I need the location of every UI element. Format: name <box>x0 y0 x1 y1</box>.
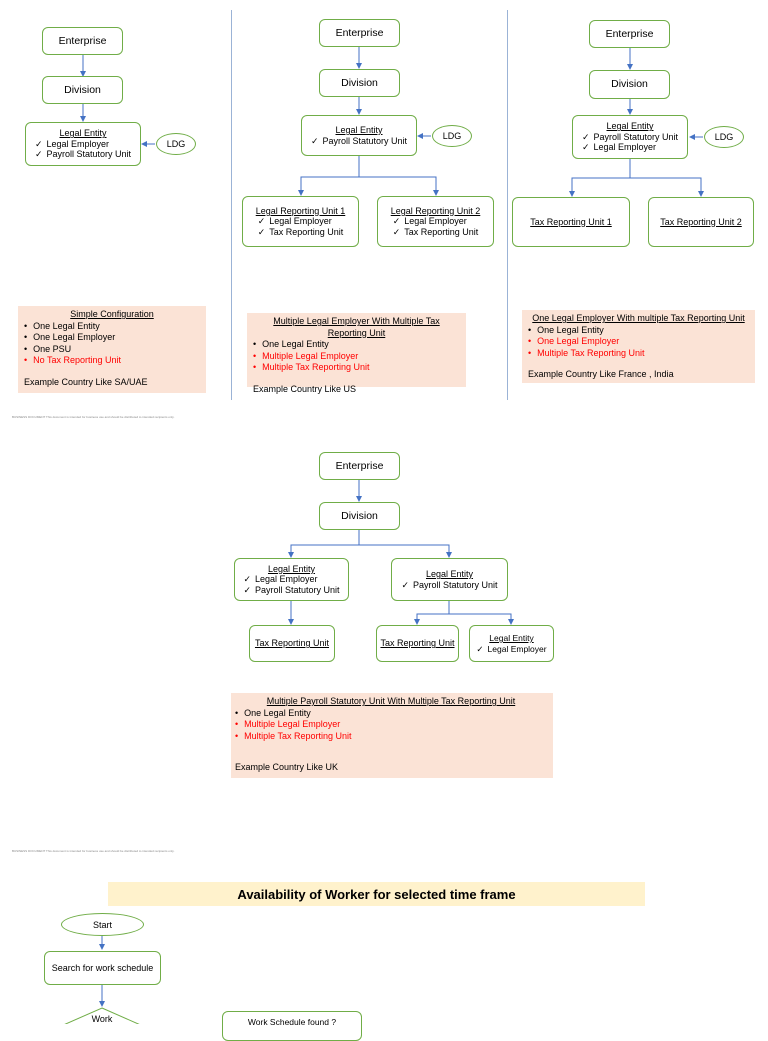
d2-notes: Multiple Legal Employer With Multiple Ta… <box>247 313 466 394</box>
d1-legal-employer: Legal Employer <box>35 139 131 150</box>
d4-division-label: Division <box>341 509 378 522</box>
d4-tru-1-label: Tax Reporting Unit <box>254 638 330 648</box>
d1-legal-entity-title: Legal Entity <box>59 128 107 139</box>
d2-legal-entity-title: Legal Entity <box>335 125 383 135</box>
d2-enterprise-label: Enterprise <box>335 26 384 39</box>
d1-example: Example Country Like SA/UAE <box>24 376 148 387</box>
d4-legal-entity-1-box: Legal Entity Legal Employer Payroll Stat… <box>234 558 349 601</box>
flowchart-decision-label: Work <box>91 1014 113 1024</box>
d1-ldg-label: LDG <box>166 139 186 149</box>
d2-lru2-title: Legal Reporting Unit 2 <box>390 205 481 216</box>
d1-note-item: One Legal Entity <box>24 321 200 333</box>
d2-ldg-label: LDG <box>442 131 462 141</box>
d1-notes-title: Simple Configuration <box>70 309 154 319</box>
d4-enterprise-label: Enterprise <box>335 459 384 472</box>
d4-notes: Multiple Payroll Statutory Unit With Mul… <box>231 693 553 778</box>
d2-lru1-box: Legal Reporting Unit 1 Legal Employer Ta… <box>242 196 359 247</box>
d4-le2-title: Legal Entity <box>425 569 474 579</box>
d4-legal-entity-3-box: Legal Entity Legal Employer <box>469 625 554 662</box>
d2-division-box: Division <box>319 69 400 97</box>
d4-le3-legal-employer: Legal Employer <box>476 644 547 655</box>
d3-legal-entity-box: Legal Entity Payroll Statutory Unit Lega… <box>572 115 688 159</box>
d3-tru1-label: Tax Reporting Unit 1 <box>530 216 612 227</box>
flowchart-title: Availability of Worker for selected time… <box>237 886 516 902</box>
d4-legal-entity-2-box: Legal Entity Payroll Statutory Unit <box>391 558 508 601</box>
d3-notes: One Legal Employer With multiple Tax Rep… <box>522 310 755 383</box>
d3-legal-entity-title: Legal Entity <box>606 121 654 132</box>
d2-notes-title: Multiple Legal Employer With Multiple Ta… <box>273 316 440 338</box>
flowchart-question-label: Work Schedule found ? <box>247 1017 337 1027</box>
d3-enterprise-box: Enterprise <box>589 20 670 48</box>
d3-payroll-statutory-unit: Payroll Statutory Unit <box>582 132 679 143</box>
d2-note-item-red: Multiple Tax Reporting Unit <box>253 362 460 374</box>
d4-division-box: Division <box>319 502 400 530</box>
flowchart-start-label: Start <box>92 919 112 930</box>
d3-ldg-ellipse: LDG <box>704 126 744 148</box>
d4-enterprise-box: Enterprise <box>319 452 400 480</box>
d3-tru2-box: Tax Reporting Unit 2 <box>648 197 754 247</box>
d2-enterprise-box: Enterprise <box>319 19 400 47</box>
d1-legal-entity-box: Legal Entity Legal Employer Payroll Stat… <box>25 122 141 166</box>
flowchart-search-box: Search for work schedule <box>44 951 161 985</box>
d1-division-label: Division <box>64 83 101 96</box>
separator-1 <box>231 10 232 400</box>
d4-example: Example Country Like UK <box>235 762 339 772</box>
d3-tru1-box: Tax Reporting Unit 1 <box>512 197 630 247</box>
d1-enterprise-box: Enterprise <box>42 27 123 55</box>
d4-note-item-red: Multiple Tax Reporting Unit <box>235 731 547 743</box>
flowchart-question-box: Work Schedule found ? <box>222 1011 362 1041</box>
d2-legal-entity-box: Legal Entity Payroll Statutory Unit <box>301 115 417 156</box>
d1-notes: Simple Configuration One Legal Entity On… <box>18 306 206 393</box>
separator-2 <box>507 10 508 400</box>
d3-division-label: Division <box>611 78 648 90</box>
d2-lru1-title: Legal Reporting Unit 1 <box>255 205 346 216</box>
d1-payroll-statutory-unit: Payroll Statutory Unit <box>35 149 132 160</box>
d1-ldg-ellipse: LDG <box>156 133 196 155</box>
d2-note-item: One Legal Entity <box>253 339 460 351</box>
d3-note-item-red: Multiple Tax Reporting Unit <box>528 348 749 360</box>
d2-lru1-legal-employer: Legal Employer <box>258 216 344 227</box>
d1-division-box: Division <box>42 76 123 104</box>
d2-lru2-box: Legal Reporting Unit 2 Legal Employer Ta… <box>377 196 494 247</box>
d2-payroll-statutory-unit: Payroll Statutory Unit <box>311 136 408 147</box>
d2-example: Example Country Like US <box>253 383 357 394</box>
d3-example: Example Country Like France , India <box>528 369 674 379</box>
d4-tru-2-label: Tax Reporting Unit <box>380 638 455 648</box>
d4-note-item: One Legal Entity <box>235 708 547 720</box>
flowchart-search-label: Search for work schedule <box>51 962 154 973</box>
d4-le1-payroll-statutory-unit: Payroll Statutory Unit <box>243 585 340 596</box>
d2-note-item-red: Multiple Legal Employer <box>253 351 460 363</box>
d3-enterprise-label: Enterprise <box>605 27 654 40</box>
d4-note-item-red: Multiple Legal Employer <box>235 719 547 731</box>
d4-tru-2-box: Tax Reporting Unit <box>376 625 459 662</box>
d3-note-item-red: One Legal Employer <box>528 336 749 348</box>
d1-enterprise-label: Enterprise <box>58 34 107 47</box>
d4-tru-1-box: Tax Reporting Unit <box>249 625 335 662</box>
flowchart-title-banner: Availability of Worker for selected time… <box>108 882 645 906</box>
d4-le3-title: Legal Entity <box>489 633 534 643</box>
d1-note-item: One Legal Employer <box>24 332 200 344</box>
d3-tru2-label: Tax Reporting Unit 2 <box>660 216 742 227</box>
d1-note-item: One PSU <box>24 344 200 356</box>
d1-note-item-red: No Tax Reporting Unit <box>24 355 200 367</box>
d3-ldg-label: LDG <box>714 132 734 142</box>
footer-text-2: BUSINESS DOCUMENT This document is inten… <box>12 849 175 853</box>
d4-le1-legal-employer: Legal Employer <box>243 574 339 585</box>
d2-lru2-tax-reporting-unit: Tax Reporting Unit <box>393 227 478 238</box>
d3-notes-title: One Legal Employer With multiple Tax Rep… <box>532 313 745 323</box>
d2-division-label: Division <box>341 76 378 89</box>
d3-note-item: One Legal Entity <box>528 325 749 337</box>
footer-text-1: BUSINESS DOCUMENT This document is inten… <box>12 415 175 419</box>
flowchart-start-ellipse: Start <box>61 913 144 936</box>
d4-le1-title: Legal Entity <box>267 563 316 574</box>
d3-legal-employer: Legal Employer <box>582 142 678 153</box>
d2-lru2-legal-employer: Legal Employer <box>393 216 479 227</box>
d3-division-box: Division <box>589 70 670 99</box>
d2-lru1-tax-reporting-unit: Tax Reporting Unit <box>258 227 343 238</box>
d4-le2-payroll-statutory-unit: Payroll Statutory Unit <box>401 580 498 591</box>
d4-notes-title: Multiple Payroll Statutory Unit With Mul… <box>266 696 516 706</box>
d2-ldg-ellipse: LDG <box>432 125 472 147</box>
